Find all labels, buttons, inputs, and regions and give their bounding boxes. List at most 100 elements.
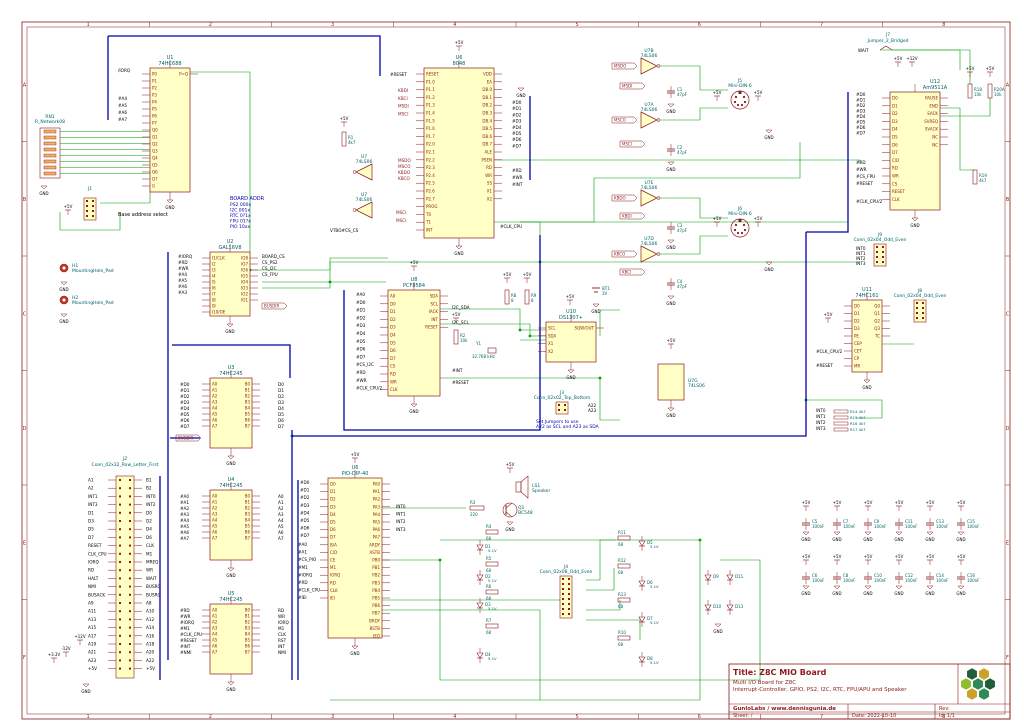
ref-designator: U10 xyxy=(566,309,576,315)
pin-name: A2 xyxy=(212,620,218,625)
part-value: 100nF xyxy=(874,524,887,529)
net-label-int: INT0 xyxy=(816,408,826,413)
power-symbol: +5V xyxy=(966,66,975,77)
header-pin xyxy=(562,588,564,590)
net-label-bus: #A0 xyxy=(180,494,189,499)
pin-name: I7 xyxy=(212,292,216,297)
net-label-int: INT3 xyxy=(816,426,826,431)
ic-body xyxy=(889,91,941,211)
net-label-bus: #D7 xyxy=(180,424,190,429)
resistor-body xyxy=(485,623,499,629)
pin-name: PB6 xyxy=(372,603,380,608)
pin-name: X1 xyxy=(548,341,554,346)
pin-name: B5 xyxy=(245,524,251,529)
pin-name: BRDY xyxy=(369,618,380,623)
part-value: 100nF xyxy=(905,578,918,583)
header-pin xyxy=(562,603,564,605)
power-symbol: +5V xyxy=(864,500,873,511)
bus-row-label: B2 xyxy=(146,486,152,491)
ps2-wire xyxy=(658,197,728,219)
pin-name: B/A xyxy=(330,542,337,547)
header-body xyxy=(555,401,569,415)
ground-triangle xyxy=(227,567,235,572)
part-value: 4k7 xyxy=(979,178,987,183)
net-name: GND xyxy=(910,223,919,228)
header-pin xyxy=(916,307,918,309)
pin-name: I9 xyxy=(212,304,216,309)
gate-bubble xyxy=(656,252,661,256)
pin-name: Q2 xyxy=(874,319,880,324)
net-label-bus: A3 xyxy=(278,512,284,517)
part-value: 5.1V xyxy=(650,544,659,549)
ref-designator: C6 xyxy=(812,573,818,578)
part-value: 8 xyxy=(531,298,534,303)
part-value: Jumper_2_Bridged xyxy=(867,38,909,44)
din-pin xyxy=(742,95,746,99)
pin-name: T0 xyxy=(425,212,431,217)
net-label-bus: #A1 xyxy=(180,500,189,505)
pin-name: I10/OE xyxy=(212,310,226,315)
pin-name: PA4 xyxy=(373,512,381,517)
net-label-ps2: MSDI xyxy=(398,104,409,109)
pin-name: A6 xyxy=(212,418,218,423)
wire xyxy=(586,600,621,611)
hier-shape xyxy=(619,140,646,148)
hole-drill xyxy=(62,298,66,302)
power-symbol: +5V xyxy=(64,204,73,215)
wire xyxy=(940,107,975,171)
ground-triangle xyxy=(667,161,675,166)
pin-name: PB0 xyxy=(372,558,380,563)
din-pin xyxy=(734,95,738,99)
net-name: +5V xyxy=(410,260,419,265)
header-pin xyxy=(876,256,878,258)
din-pin xyxy=(736,103,740,107)
net-label-ctrl: #RD xyxy=(298,580,308,585)
grid-column-label: 8 xyxy=(942,714,945,720)
pin-name: RESET xyxy=(426,72,439,77)
power-symbol: +5V xyxy=(926,554,935,565)
part-value: 47pF xyxy=(677,284,688,289)
bus-line xyxy=(108,35,381,76)
ref-designator: R11 xyxy=(618,530,626,535)
wire xyxy=(586,568,615,591)
ref-designator: R13 xyxy=(618,592,626,597)
ref-designator: U7 xyxy=(361,192,367,198)
net-label-bus: #A5 xyxy=(180,524,189,529)
pin-name: D2 xyxy=(892,111,898,116)
power-symbol: +5V xyxy=(713,90,722,101)
pin-name: CEP xyxy=(854,341,862,346)
net-label-ps2: MSCI xyxy=(396,210,406,215)
net-label-bus: #CLK_CPU/2 xyxy=(356,386,383,391)
net-label-addr: A23 xyxy=(588,408,597,413)
net-name: GND xyxy=(764,267,773,272)
pin-name: P2.2 xyxy=(426,157,435,162)
ic-body xyxy=(209,377,253,449)
pin-name: CLK xyxy=(390,387,398,392)
pin-name: VDD xyxy=(483,72,492,77)
net-label-int: INT2 xyxy=(856,256,866,261)
header-pin xyxy=(916,312,918,314)
led-body xyxy=(704,604,712,611)
net-label-cs: CS_I2C xyxy=(262,266,277,271)
ic-body xyxy=(545,321,597,363)
bus-row-label: A11 xyxy=(88,609,97,614)
board-addr-line: PS2 000x xyxy=(230,202,251,208)
grid-row-label: B xyxy=(23,197,27,203)
header-pin xyxy=(568,593,570,595)
ref-designator: C8 xyxy=(843,573,849,578)
ref-designator: BT1 xyxy=(602,286,610,291)
bus-row-label: BUSRQ xyxy=(146,592,162,597)
pin-name: A7 xyxy=(212,424,218,429)
power-symbol: +5V xyxy=(754,90,763,101)
net-label-bus: #A7 xyxy=(180,536,189,541)
pin-name: D4 xyxy=(330,512,336,517)
